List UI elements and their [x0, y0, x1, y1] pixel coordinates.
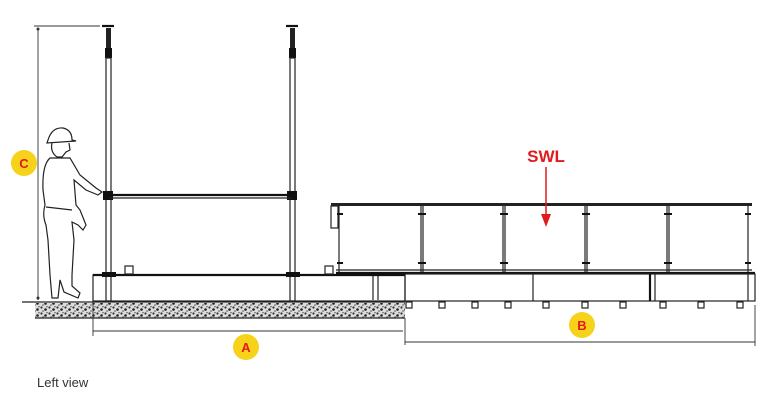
svg-text:A: A [241, 340, 251, 355]
view-caption: Left view [37, 375, 89, 390]
left-prop [102, 24, 116, 302]
dimension-b-line [405, 305, 756, 346]
support-base-frame [92, 265, 406, 302]
svg-text:B: B [577, 318, 586, 333]
load-arrow [541, 167, 551, 227]
right-prop [286, 24, 300, 302]
dimension-a-line [92, 302, 406, 345]
marker-b: B [569, 312, 595, 338]
marker-c: C [11, 150, 37, 176]
dimension-c-line [34, 25, 100, 300]
swl-label: SWL [527, 147, 565, 166]
worker-figure [42, 127, 104, 299]
svg-text:C: C [19, 156, 29, 171]
ground-gravel [22, 301, 405, 319]
marker-a: A [233, 334, 259, 360]
crossbar [110, 193, 292, 199]
loading-platform [330, 203, 756, 309]
